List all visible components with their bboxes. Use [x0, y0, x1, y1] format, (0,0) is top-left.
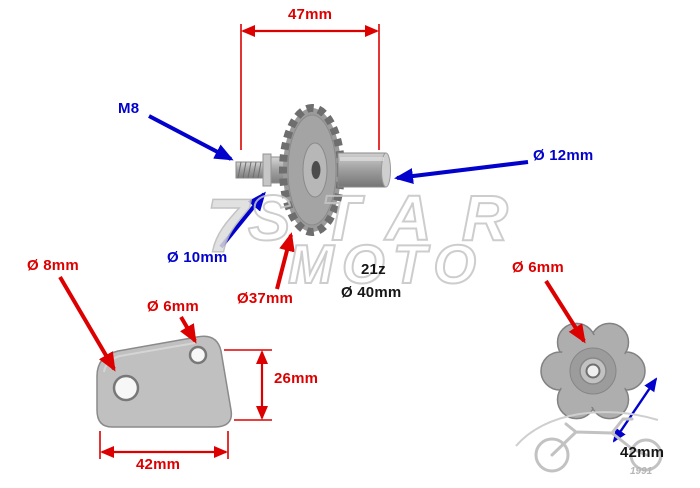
arrow-dia-12mm [394, 160, 529, 185]
label-42mm-plate: 42mm [136, 456, 181, 473]
label-dia-12mm: Ø 12mm [533, 147, 594, 164]
watermark: 7 STAR MOTO [205, 181, 509, 296]
label-m8: M8 [118, 100, 140, 117]
dim-42mm-plate [99, 431, 229, 459]
gear-bore [311, 161, 321, 179]
motorcycle-rear-wheel-icon [534, 437, 570, 473]
plate-hole-small [188, 345, 208, 365]
label-dia-40mm: Ø 40mm [341, 284, 402, 301]
watermark-year: 1991 [630, 466, 653, 477]
plate-hole-large [112, 374, 140, 402]
label-42mm-rotor: 42mm [620, 444, 665, 461]
label-26mm: 26mm [274, 370, 319, 387]
dim-26mm [224, 349, 272, 421]
shaft-end-face [381, 152, 391, 188]
shaft-highlight [340, 157, 384, 161]
label-47mm: 47mm [288, 6, 333, 23]
dim-47mm [240, 24, 380, 150]
watermark-swoosh [515, 411, 659, 447]
thread-hatching [237, 161, 262, 179]
watermark-logo-digit: 7 [206, 184, 252, 269]
mounting-plate-photo [96, 335, 233, 428]
motorcycle-front-wheel-icon [629, 438, 663, 472]
motorcycle-watermark: 1991 [515, 411, 663, 477]
label-dia-8mm: Ø 8mm [27, 257, 79, 274]
gear-shaft-photo [235, 104, 391, 236]
dim-42mm-rotor [612, 377, 658, 443]
arrow-m8 [148, 114, 234, 161]
label-dia-37mm: Ø37mm [237, 290, 294, 307]
arrow-dia-10mm [219, 191, 266, 249]
shaft-collar [262, 153, 272, 187]
label-21z: 21z [361, 261, 386, 278]
label-dia-6mm-plate: Ø 6mm [147, 298, 199, 315]
rotor-center-hole [585, 363, 601, 379]
pump-rotor-photo [540, 322, 646, 420]
arrow-dia-37mm [275, 232, 295, 290]
label-dia-6mm-rotor: Ø 6mm [512, 259, 564, 276]
arrow-dia-8mm [58, 275, 116, 372]
arrow-dia-6mm-rotor [544, 279, 586, 344]
motorcycle-frame-icon [550, 417, 648, 457]
arrow-dia-6mm-plate [179, 315, 197, 344]
watermark-brand-bottom: MOTO [288, 233, 486, 295]
label-dia-10mm: Ø 10mm [167, 249, 228, 266]
